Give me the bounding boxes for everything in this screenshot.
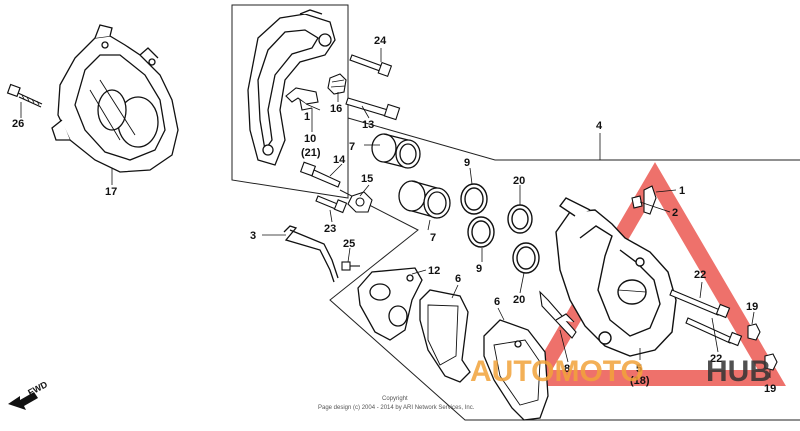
label-9-upper: 9: [464, 157, 470, 169]
label-21: (21): [301, 147, 321, 159]
label-5: 5: [636, 363, 642, 375]
label-25: 25: [343, 238, 355, 250]
label-15: 15: [361, 173, 373, 185]
pad-shim-12: [357, 267, 423, 341]
label-9-lower: 9: [476, 263, 482, 275]
copyright-line-2: Page design (c) 2004 - 2014 by ARI Netwo…: [318, 405, 475, 411]
watermark-text-a: AUTOMOTO: [470, 355, 644, 388]
group-outline: [231, 4, 800, 421]
watermark-text-b: HUB: [706, 355, 771, 388]
label-6-inner: 6: [455, 273, 461, 285]
nut-19: [747, 323, 778, 371]
screw-25: [341, 261, 360, 271]
leader-lines: [20, 48, 771, 378]
label-2: 2: [672, 207, 678, 219]
bolt-23: [315, 195, 348, 214]
brake-pad-6-outer: [483, 319, 549, 421]
label-16: 16: [330, 103, 342, 115]
label-24: 24: [374, 35, 387, 47]
bleeder-15: [347, 191, 373, 213]
label-13: 13: [362, 119, 374, 131]
label-22-upper: 22: [694, 269, 706, 281]
piston-7-lower: [398, 180, 451, 219]
label-7-lower: 7: [430, 232, 436, 244]
label-17: 17: [105, 186, 117, 198]
label-7-upper: 7: [349, 141, 355, 153]
label-20-lower: 20: [513, 294, 525, 306]
label-10: 10: [304, 133, 316, 145]
spring-3: [283, 225, 339, 283]
label-19-upper: 19: [746, 301, 758, 313]
part-labels: 26 17 24 16 13 1 10 (21) 7 14 15 23 3 25…: [12, 35, 776, 395]
label-23: 23: [324, 223, 336, 235]
copyright-notice: Copyright Page design (c) 2004 - 2014 by…: [318, 396, 475, 411]
label-14: 14: [333, 154, 346, 166]
slide-pin-13: [345, 97, 401, 121]
dust-seal-20: [507, 204, 540, 274]
bleeder-valve-1: [631, 185, 657, 215]
label-8: 8: [564, 363, 570, 375]
label-22-lower: 22: [710, 353, 722, 365]
bolt-26: [6, 83, 43, 108]
fwd-label: FWD: [26, 379, 49, 398]
forward-arrow: FWD: [8, 379, 49, 410]
label-12: 12: [428, 265, 440, 277]
label-26: 26: [12, 118, 24, 130]
label-19-lower: 19: [764, 383, 776, 395]
copyright-line-1: Copyright: [382, 396, 408, 402]
piston-7-upper: [371, 133, 421, 169]
label-3: 3: [250, 230, 256, 242]
label-1-top: 1: [304, 111, 310, 123]
brake-pad-6-inner: [419, 289, 471, 383]
watermark-logo: AUTOMOTO HUB: [470, 355, 771, 388]
pad-spring-clip-top: [285, 87, 319, 111]
dust-boot-16: [327, 73, 347, 95]
piston-seal-9: [460, 183, 495, 248]
pad-pin-8: [539, 290, 577, 339]
label-4: 4: [596, 120, 603, 132]
caliper-pin-22: [669, 289, 743, 347]
bolt-14: [299, 161, 341, 188]
caliper-bracket: [247, 9, 336, 166]
label-20-upper: 20: [513, 175, 525, 187]
pin-bolt-24: [349, 54, 393, 78]
caliper-body-5: [555, 197, 677, 357]
label-6-outer: 6: [494, 296, 500, 308]
caliper-body-assembly: [51, 24, 179, 173]
label-18: (18): [630, 375, 650, 387]
label-1-right: 1: [679, 185, 685, 197]
